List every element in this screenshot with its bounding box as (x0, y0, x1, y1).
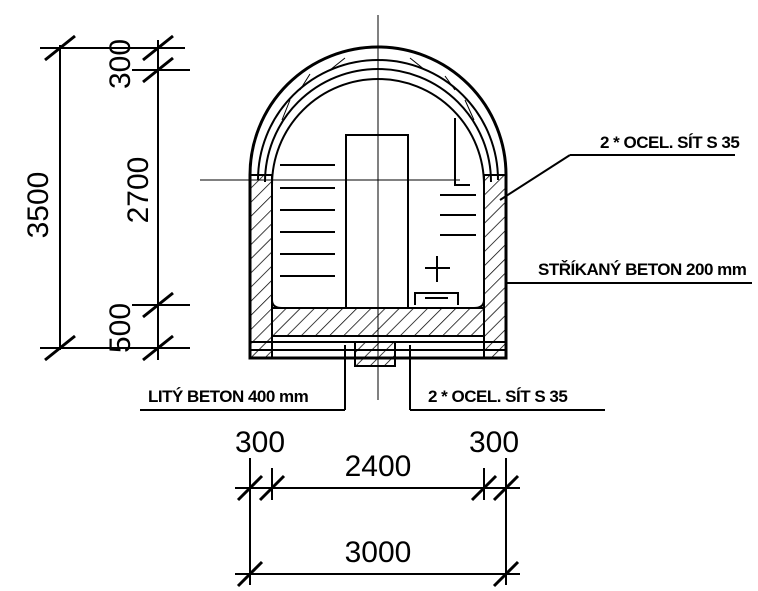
tick (236, 560, 264, 588)
drainage-channel (354, 341, 396, 367)
bottom-dimension-chain (235, 458, 520, 588)
left-rungs (280, 164, 335, 277)
dim-text-left-total: 3500 (22, 172, 55, 239)
tick (142, 334, 174, 362)
dim-text-bottom-right: 300 (469, 426, 519, 459)
tick (492, 560, 520, 588)
dim-text-bottom-left: 300 (235, 426, 285, 459)
dim-text-bottom-middle: 2400 (345, 450, 412, 483)
tick (258, 474, 286, 502)
floor-slab-hatch (271, 307, 485, 337)
dim-text-left-middle: 2700 (122, 157, 155, 224)
dim-text-bottom-total: 3000 (345, 536, 412, 569)
dim-text-left-top: 300 (104, 39, 137, 89)
tick (142, 291, 174, 319)
arch-band-2 (264, 68, 492, 183)
label-cast-concrete: LITÝ BETON 400 mm (148, 387, 309, 406)
arch-band-ticks (281, 57, 475, 121)
tick (44, 34, 76, 62)
left-wall-hatch (249, 174, 273, 359)
label-shotcrete: STŘÍKANÝ BETON 200 mm (538, 260, 747, 279)
central-shaft-outline (345, 134, 409, 309)
leaders (140, 154, 752, 411)
leader-mesh-top (499, 154, 571, 201)
tick (142, 56, 174, 84)
tick (142, 34, 174, 62)
tick (470, 474, 498, 502)
outer-lining-outline (248, 45, 508, 360)
tick (236, 474, 264, 502)
arch-band-3 (271, 78, 485, 186)
tunnel-section (248, 45, 508, 367)
dim-text-left-bottom: 500 (104, 303, 137, 353)
label-mesh-top: 2 * OCEL. SÍT S 35 (600, 133, 739, 152)
left-dimension-chain (40, 34, 190, 362)
right-rungs (440, 194, 476, 236)
upper-right-bracket (454, 118, 470, 186)
tick (492, 474, 520, 502)
arch-band-1 (257, 59, 499, 181)
right-wall-hatch (483, 174, 507, 359)
tick (44, 334, 76, 362)
floor-gutter (414, 292, 459, 305)
label-mesh-bottom: 2 * OCEL. SÍT S 35 (428, 387, 567, 406)
